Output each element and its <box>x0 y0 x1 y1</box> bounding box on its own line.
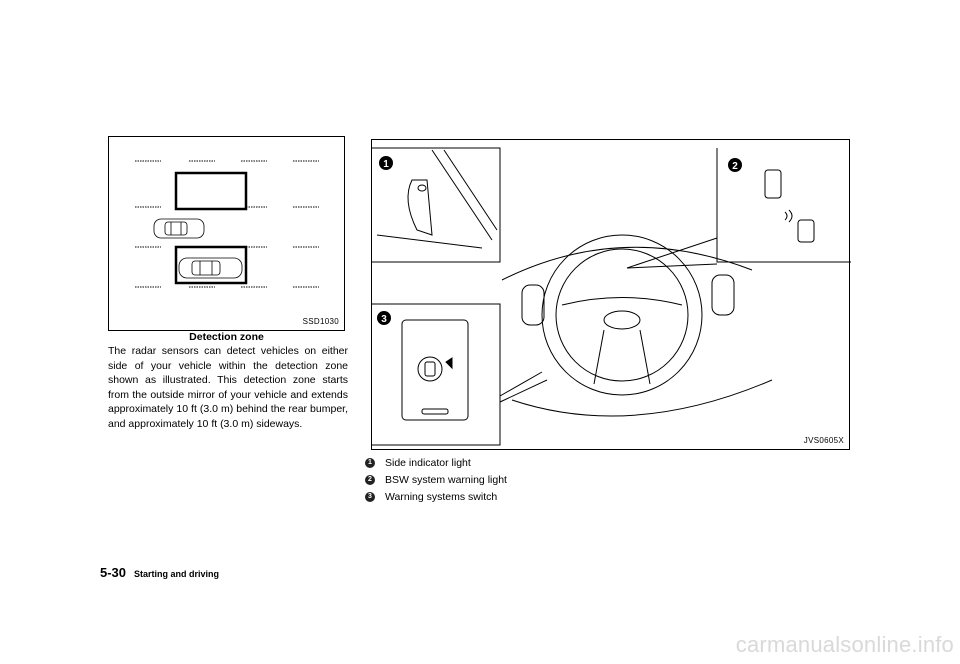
legend-number: 2 <box>365 474 375 485</box>
dashboard-illustration: 1 2 3 <box>372 147 851 446</box>
section-title: Starting and driving <box>134 569 220 579</box>
body-paragraph: The radar sensors can detect vehicles on… <box>108 345 348 430</box>
legend-label: Side indicator light <box>385 456 471 469</box>
legend-list: 1 Side indicator light 2 BSW system warn… <box>365 454 507 505</box>
figure-caption: Detection zone <box>189 331 264 343</box>
callout-2-text: 2 <box>732 161 738 172</box>
detection-zone-figure: SSD1030 <box>108 136 345 331</box>
legend-item: 1 Side indicator light <box>365 454 507 471</box>
legend-label: Warning systems switch <box>385 490 498 503</box>
figure-code: SSD1030 <box>302 317 339 326</box>
legend-item: 3 Warning systems switch <box>365 488 507 505</box>
legend-number: 3 <box>365 491 375 502</box>
legend-item: 2 BSW system warning light <box>365 471 507 488</box>
callout-3-text: 3 <box>381 314 387 325</box>
callout-1-text: 1 <box>383 159 389 170</box>
detection-zone-illustration <box>135 160 319 288</box>
dashboard-figure: 1 2 3 JVS0605X <box>371 139 851 450</box>
figure-code: JVS0605X <box>803 436 844 445</box>
legend-number: 1 <box>365 457 375 468</box>
watermark[interactable]: carmanualsonline.info <box>735 632 954 657</box>
legend-label: BSW system warning light <box>385 473 507 486</box>
page-footer: 5-30 Starting and driving <box>100 565 219 580</box>
own-car <box>178 257 243 279</box>
page-number: 5-30 <box>100 565 127 580</box>
adjacent-car <box>153 218 205 239</box>
